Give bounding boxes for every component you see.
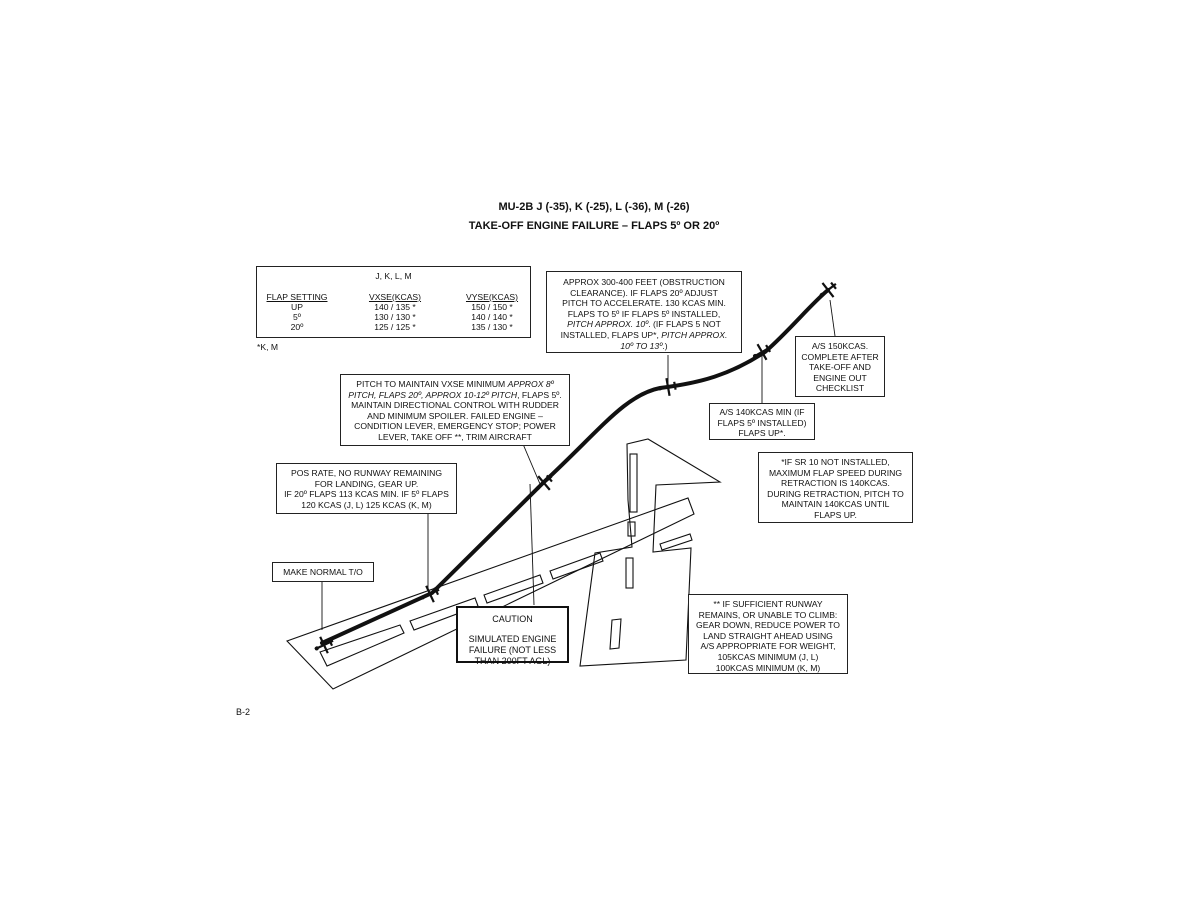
table-cell: 150 / 150 * <box>471 302 513 312</box>
table-cell: 130 / 130 * <box>374 312 416 322</box>
callout-normal-to: MAKE NORMAL T/O <box>272 562 374 582</box>
page-number: B-2 <box>236 707 251 717</box>
airplane-icon <box>752 343 772 361</box>
page-title: MU-2B J (-35), K (-25), L (-36), M (-26) <box>498 201 690 213</box>
runway-marking <box>319 624 405 667</box>
airplane-icon <box>314 636 334 654</box>
callout-as-150: A/S 150KCAS. COMPLETE AFTER TAKE-OFF AND… <box>795 336 885 397</box>
runway-marking <box>659 533 693 551</box>
table-cell: 20º <box>290 322 304 332</box>
table-header-flap: FLAP SETTING <box>266 292 328 302</box>
table-header-vyse: VYSE(KCAS) <box>465 292 519 302</box>
runway-layout <box>286 438 722 690</box>
table-models: J, K, L, M <box>375 271 412 281</box>
airplane-icon <box>819 281 837 298</box>
caution-box: CAUTION SIMULATED ENGINE FAILURE (NOT LE… <box>456 606 569 666</box>
runway-marking <box>625 557 634 589</box>
table-cell: UP <box>291 302 303 312</box>
callout-approx-300-400: APPROX 300-400 FEET (OBSTRUCTION CLEARAN… <box>546 271 742 353</box>
table-footnote: *K, M <box>257 342 279 352</box>
runway-marking <box>549 552 604 580</box>
airplane-icon <box>420 585 440 603</box>
callout-sr10: *IF SR 10 NOT INSTALLED, MAXIMUM FLAP SP… <box>758 452 913 523</box>
runway-marking <box>483 574 544 604</box>
table-header-vxse: VXSE(KCAS) <box>368 292 422 302</box>
table-cell: 135 / 130 * <box>471 322 513 332</box>
airplane-icon <box>657 377 679 397</box>
runway-marking <box>609 618 622 650</box>
callout-pitch-vxse: PITCH TO MAINTAIN VXSE MINIMUM APPROX 8º… <box>340 374 570 446</box>
callout-pos-rate: POS RATE, NO RUNWAY REMAINING FOR LANDIN… <box>276 463 457 514</box>
runway-marking <box>629 453 638 513</box>
airplane-icon <box>535 474 553 491</box>
main-runway <box>286 497 695 690</box>
callout-as-140: A/S 140KCAS MIN (IF FLAPS 5º INSTALLED) … <box>709 403 815 440</box>
flap-speed-table: J, K, L, M FLAP SETTING VXSE(KCAS) VYSE(… <box>256 266 531 338</box>
callout-sufficient-runway: ** IF SUFFICIENT RUNWAY REMAINS, OR UNAB… <box>688 594 848 674</box>
runway-marking <box>627 521 636 537</box>
table-cell: 5º <box>293 312 301 322</box>
table-cell: 125 / 125 * <box>374 322 416 332</box>
page-subtitle: TAKE-OFF ENGINE FAILURE – FLAPS 5º OR 20… <box>468 220 720 232</box>
table-cell: 140 / 140 * <box>471 312 513 322</box>
flight-path <box>320 288 830 645</box>
leader-lines <box>321 299 836 630</box>
table-cell: 140 / 135 * <box>374 302 416 312</box>
